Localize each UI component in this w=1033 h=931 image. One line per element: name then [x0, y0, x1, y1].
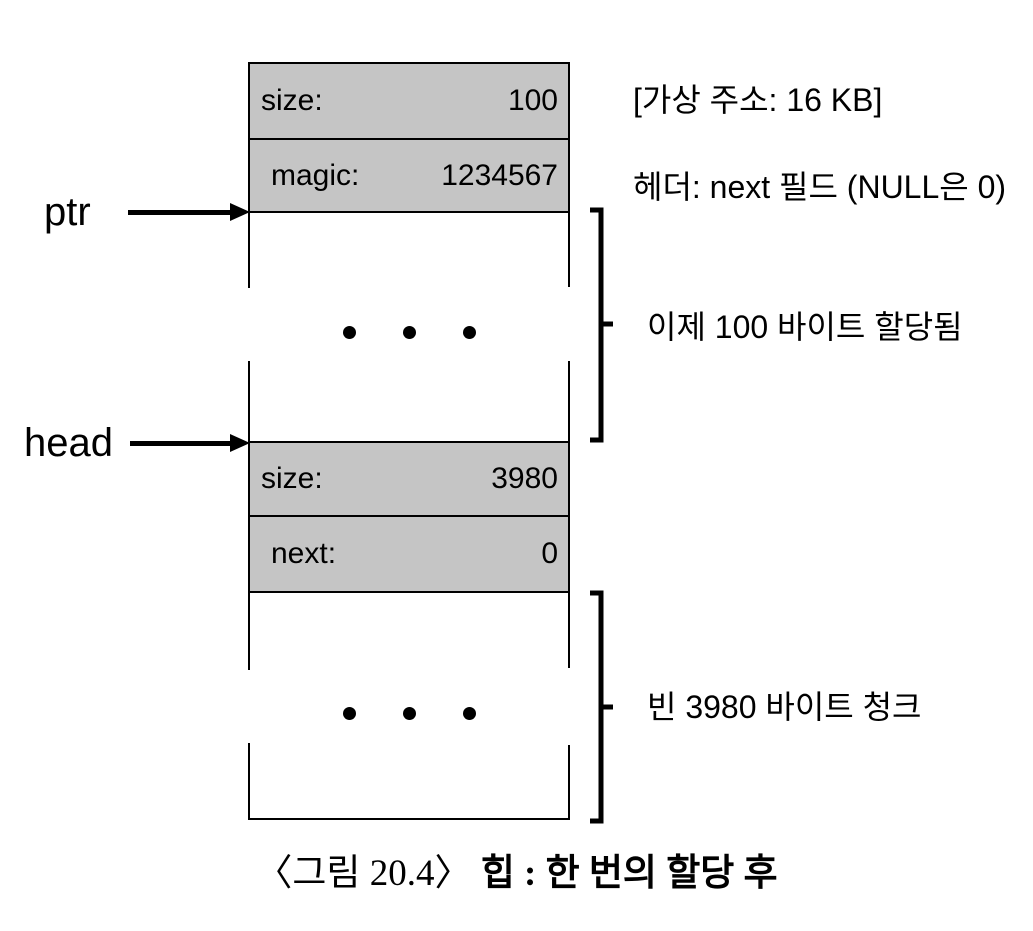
border-segment: [568, 213, 570, 287]
block-free-size: size: 3980: [248, 441, 570, 517]
field-value: 1234567: [441, 158, 558, 192]
dot-icon: [462, 325, 476, 339]
free-brace-icon: [590, 590, 613, 824]
field-value: 100: [507, 84, 558, 117]
caption-number: 〈그림 20.4〉: [255, 853, 472, 894]
border-segment: [248, 213, 250, 288]
head-arrow: [130, 441, 230, 446]
border-segment: [568, 361, 570, 441]
annotation-header-note: 헤더: next 필드 (NULL은 0): [633, 169, 1007, 205]
dot-icon: [402, 706, 416, 720]
dot-icon: [342, 325, 356, 339]
border-segment: [568, 593, 570, 668]
field-name: next:: [271, 537, 337, 570]
border-segment: [248, 743, 250, 820]
block-allocated-size: size: 100: [248, 62, 570, 140]
field-value: 0: [541, 537, 558, 570]
ellipsis-dots-free: [248, 706, 570, 720]
dot-icon: [402, 325, 416, 339]
field-name: magic:: [271, 158, 360, 192]
head-label: head: [24, 421, 113, 465]
block-free-next: next: 0: [248, 515, 570, 593]
field-name: size:: [261, 84, 323, 117]
allocated-brace-icon: [590, 207, 613, 443]
annotation-allocated-note: 이제 100 바이트 할당됨: [647, 309, 963, 345]
ptr-arrowhead-icon: [230, 203, 250, 221]
head-arrowhead-icon: [230, 434, 250, 452]
dot-icon: [462, 706, 476, 720]
caption-title: 힙 : 한 번의 할당 후: [480, 853, 778, 894]
ptr-label: ptr: [44, 190, 91, 234]
field-value: 3980: [491, 462, 558, 495]
annotation-free-note: 빈 3980 바이트 청크: [647, 689, 922, 725]
border-segment: [568, 745, 570, 820]
ptr-arrow: [128, 210, 230, 215]
block-allocated-magic: magic: 1234567: [248, 138, 570, 213]
ellipsis-dots-allocated: [248, 325, 570, 339]
border-segment: [248, 361, 250, 441]
border-segment: [248, 593, 250, 670]
field-name: size:: [261, 462, 323, 495]
dot-icon: [342, 706, 356, 720]
border-segment: [248, 818, 570, 820]
figure-caption: 〈그림 20.4〉 힙 : 한 번의 할당 후: [0, 852, 1033, 896]
annotation-virtual-address: [가상 주소: 16 KB]: [633, 82, 883, 118]
